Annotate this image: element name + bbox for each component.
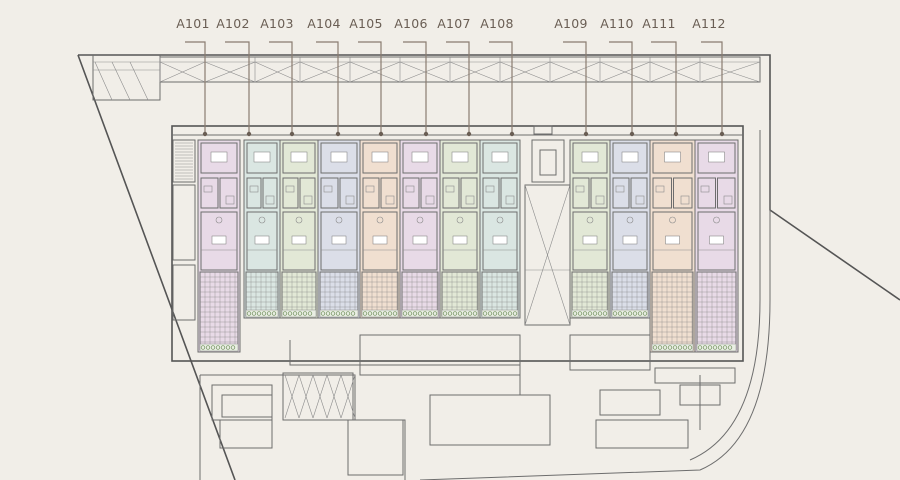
unit-a102 <box>243 139 281 319</box>
unit-label-text: A103 <box>260 16 294 31</box>
unit-label-text: A105 <box>349 16 383 31</box>
leader-dot <box>673 131 679 137</box>
building-footprint <box>171 125 744 362</box>
unit-label-a104: A104 <box>307 16 341 137</box>
unit-a104 <box>317 139 361 319</box>
unit-label-text: A104 <box>307 16 341 31</box>
unit-a106 <box>399 139 441 319</box>
leader-dot <box>509 131 515 137</box>
unit-label-a103: A103 <box>260 16 295 137</box>
unit-label-a109: A109 <box>554 16 589 137</box>
unit-label-a102: A102 <box>216 16 252 137</box>
podium-lower <box>199 334 736 480</box>
unit-label-text: A102 <box>216 16 250 31</box>
site-boundary <box>77 54 900 480</box>
unit-a110 <box>609 139 651 319</box>
unit-label-a107: A107 <box>437 16 472 137</box>
unit-label-text: A110 <box>600 16 634 31</box>
unit-a108 <box>479 139 521 319</box>
leader-dot <box>466 131 472 137</box>
leader-dot <box>719 131 725 137</box>
leader-dot <box>246 131 252 137</box>
unit-label-text: A109 <box>554 16 588 31</box>
unit-label-text: A112 <box>692 16 726 31</box>
unit-label-a110: A110 <box>600 16 635 137</box>
unit-labels: A101 A102 A103 A104 A105 A106 A107 A108 A109 A110… <box>176 16 726 137</box>
unit-label-a106: A106 <box>394 16 429 137</box>
leader-dot <box>423 131 429 137</box>
apartment-units <box>197 139 739 353</box>
unit-a101 <box>197 139 241 353</box>
unit-a105 <box>359 139 401 319</box>
unit-a111 <box>649 139 696 353</box>
unit-label-text: A108 <box>480 16 514 31</box>
leader-dot <box>202 131 208 137</box>
unit-a109 <box>569 139 611 319</box>
leader-dot <box>289 131 295 137</box>
unit-label-text: A101 <box>176 16 210 31</box>
unit-label-text: A106 <box>394 16 428 31</box>
leader-dot <box>335 131 341 137</box>
unit-label-a111: A111 <box>642 16 679 137</box>
unit-label-a112: A112 <box>692 16 726 137</box>
leader-dot <box>583 131 589 137</box>
unit-a103 <box>279 139 319 319</box>
leader-dot <box>378 131 384 137</box>
unit-a107 <box>439 139 481 319</box>
unit-label-a105: A105 <box>349 16 384 137</box>
leader-dot <box>629 131 635 137</box>
unit-label-a101: A101 <box>176 16 210 137</box>
unit-label-text: A111 <box>642 16 676 31</box>
unit-a112 <box>694 139 739 353</box>
unit-label-text: A107 <box>437 16 471 31</box>
unit-label-a108: A108 <box>480 16 515 137</box>
